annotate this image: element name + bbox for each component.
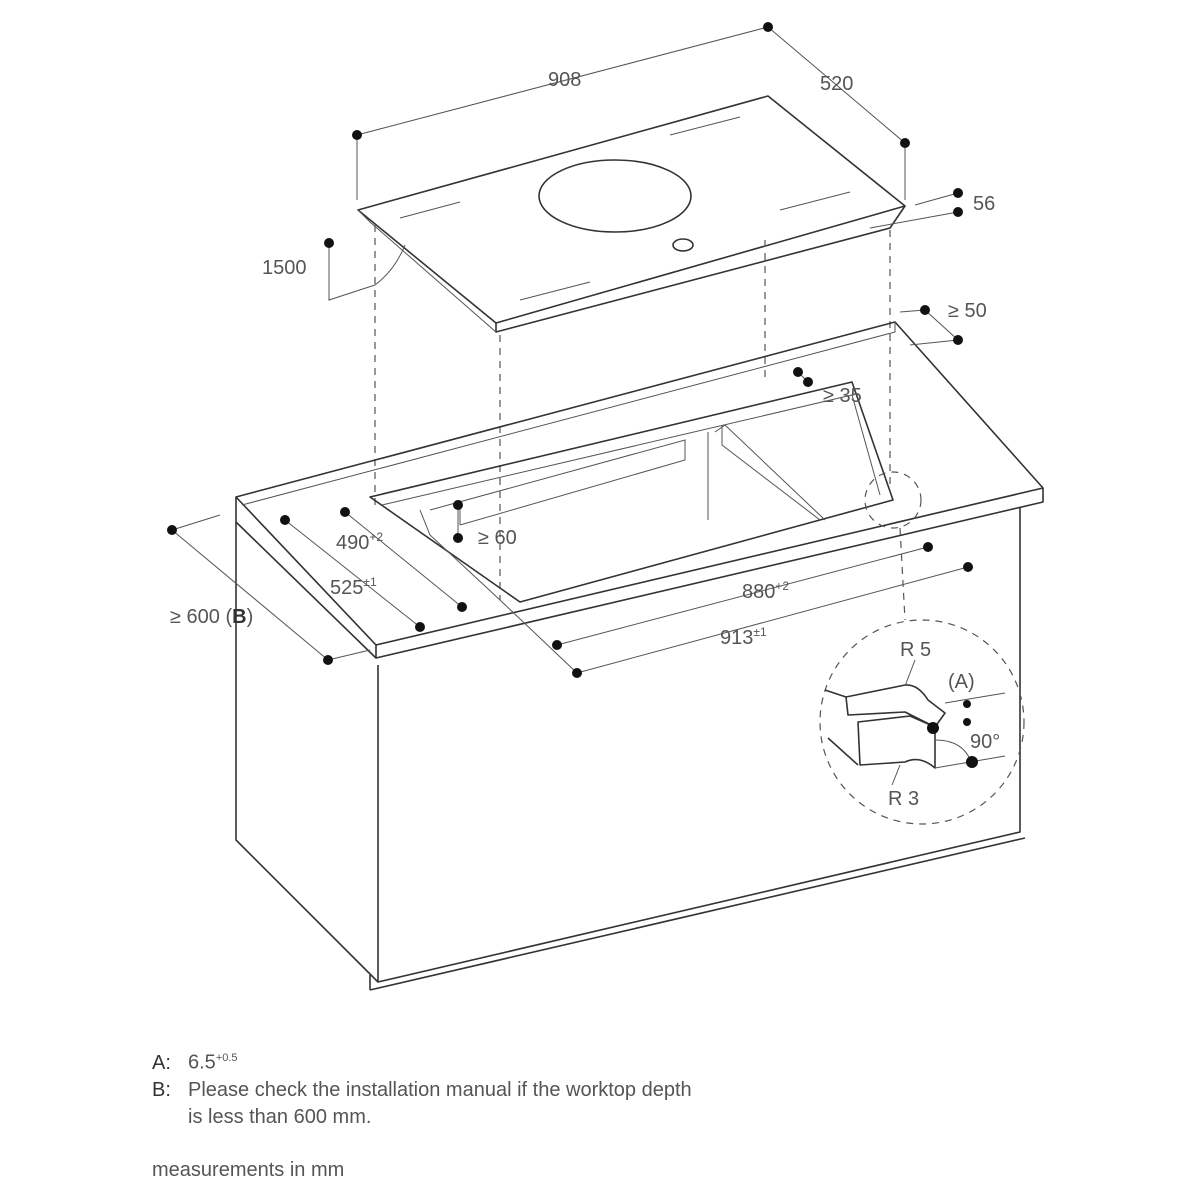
recess-width-label: 913±1 xyxy=(720,625,767,649)
depth-label: 520 xyxy=(820,73,853,95)
recess-depth-value: 525 xyxy=(330,577,363,599)
radius-bottom-label: R 3 xyxy=(888,788,919,810)
note-b-line2: is less than 600 mm. xyxy=(188,1105,372,1128)
recess-depth-tolerance: ±1 xyxy=(363,575,377,589)
units-note: measurements in mm xyxy=(152,1158,345,1181)
cable-length-label: 1500 xyxy=(262,257,307,279)
cutout-depth-label: 490+2 xyxy=(336,530,383,554)
control-knob xyxy=(672,238,694,252)
worktop-depth-label: ≥ 600 (B) xyxy=(170,606,253,628)
recess-width-value: 913 xyxy=(720,627,753,649)
front-gap-label: ≥ 60 xyxy=(478,527,517,549)
cooktop xyxy=(357,95,906,333)
radius-top-label: R 5 xyxy=(900,639,931,661)
dimension-lines xyxy=(171,26,969,674)
note-a-tolerance: +0.5 xyxy=(215,1052,238,1064)
cooking-zone xyxy=(538,159,692,233)
cutout-width-tolerance: +2 xyxy=(775,579,789,593)
angle-label: 90° xyxy=(970,731,1000,753)
worktop-depth-end: ) xyxy=(247,606,254,628)
worktop-depth-ref: B xyxy=(232,606,246,628)
ref-a-label: (A) xyxy=(948,671,975,693)
footnotes: A: 6.5+0.5 B: Please check the installatio… xyxy=(152,1045,692,1184)
recess-depth-label: 525±1 xyxy=(330,575,377,599)
note-a-key: A: xyxy=(152,1051,171,1074)
worktop-cabinet xyxy=(235,321,1044,991)
projection-lines xyxy=(374,225,891,600)
cutout-depth-value: 490 xyxy=(336,532,369,554)
edge-detail: R 5 (A) 90° R 3 xyxy=(819,619,1025,825)
worktop-depth-value: ≥ 600 ( xyxy=(170,606,232,628)
rear-gap-label: ≥ 50 xyxy=(948,300,987,322)
width-label: 908 xyxy=(548,69,581,91)
note-a: A: 6.5+0.5 xyxy=(152,1045,692,1077)
recess-width-tolerance: ±1 xyxy=(753,625,767,639)
cutout-width-value: 880 xyxy=(742,581,775,603)
note-b: B: Please check the installation manual i… xyxy=(152,1077,692,1104)
cutout-depth-tolerance: +2 xyxy=(369,530,383,544)
dimension-dots xyxy=(167,22,973,678)
note-a-value: 6.5 xyxy=(188,1051,216,1074)
note-b-key: B: xyxy=(152,1078,171,1101)
height-label: 56 xyxy=(973,193,995,215)
cutout-width-label: 880+2 xyxy=(742,579,789,603)
note-b-line1: Please check the installation manual if … xyxy=(188,1078,692,1101)
side-gap-label: ≥ 35 xyxy=(823,385,862,407)
